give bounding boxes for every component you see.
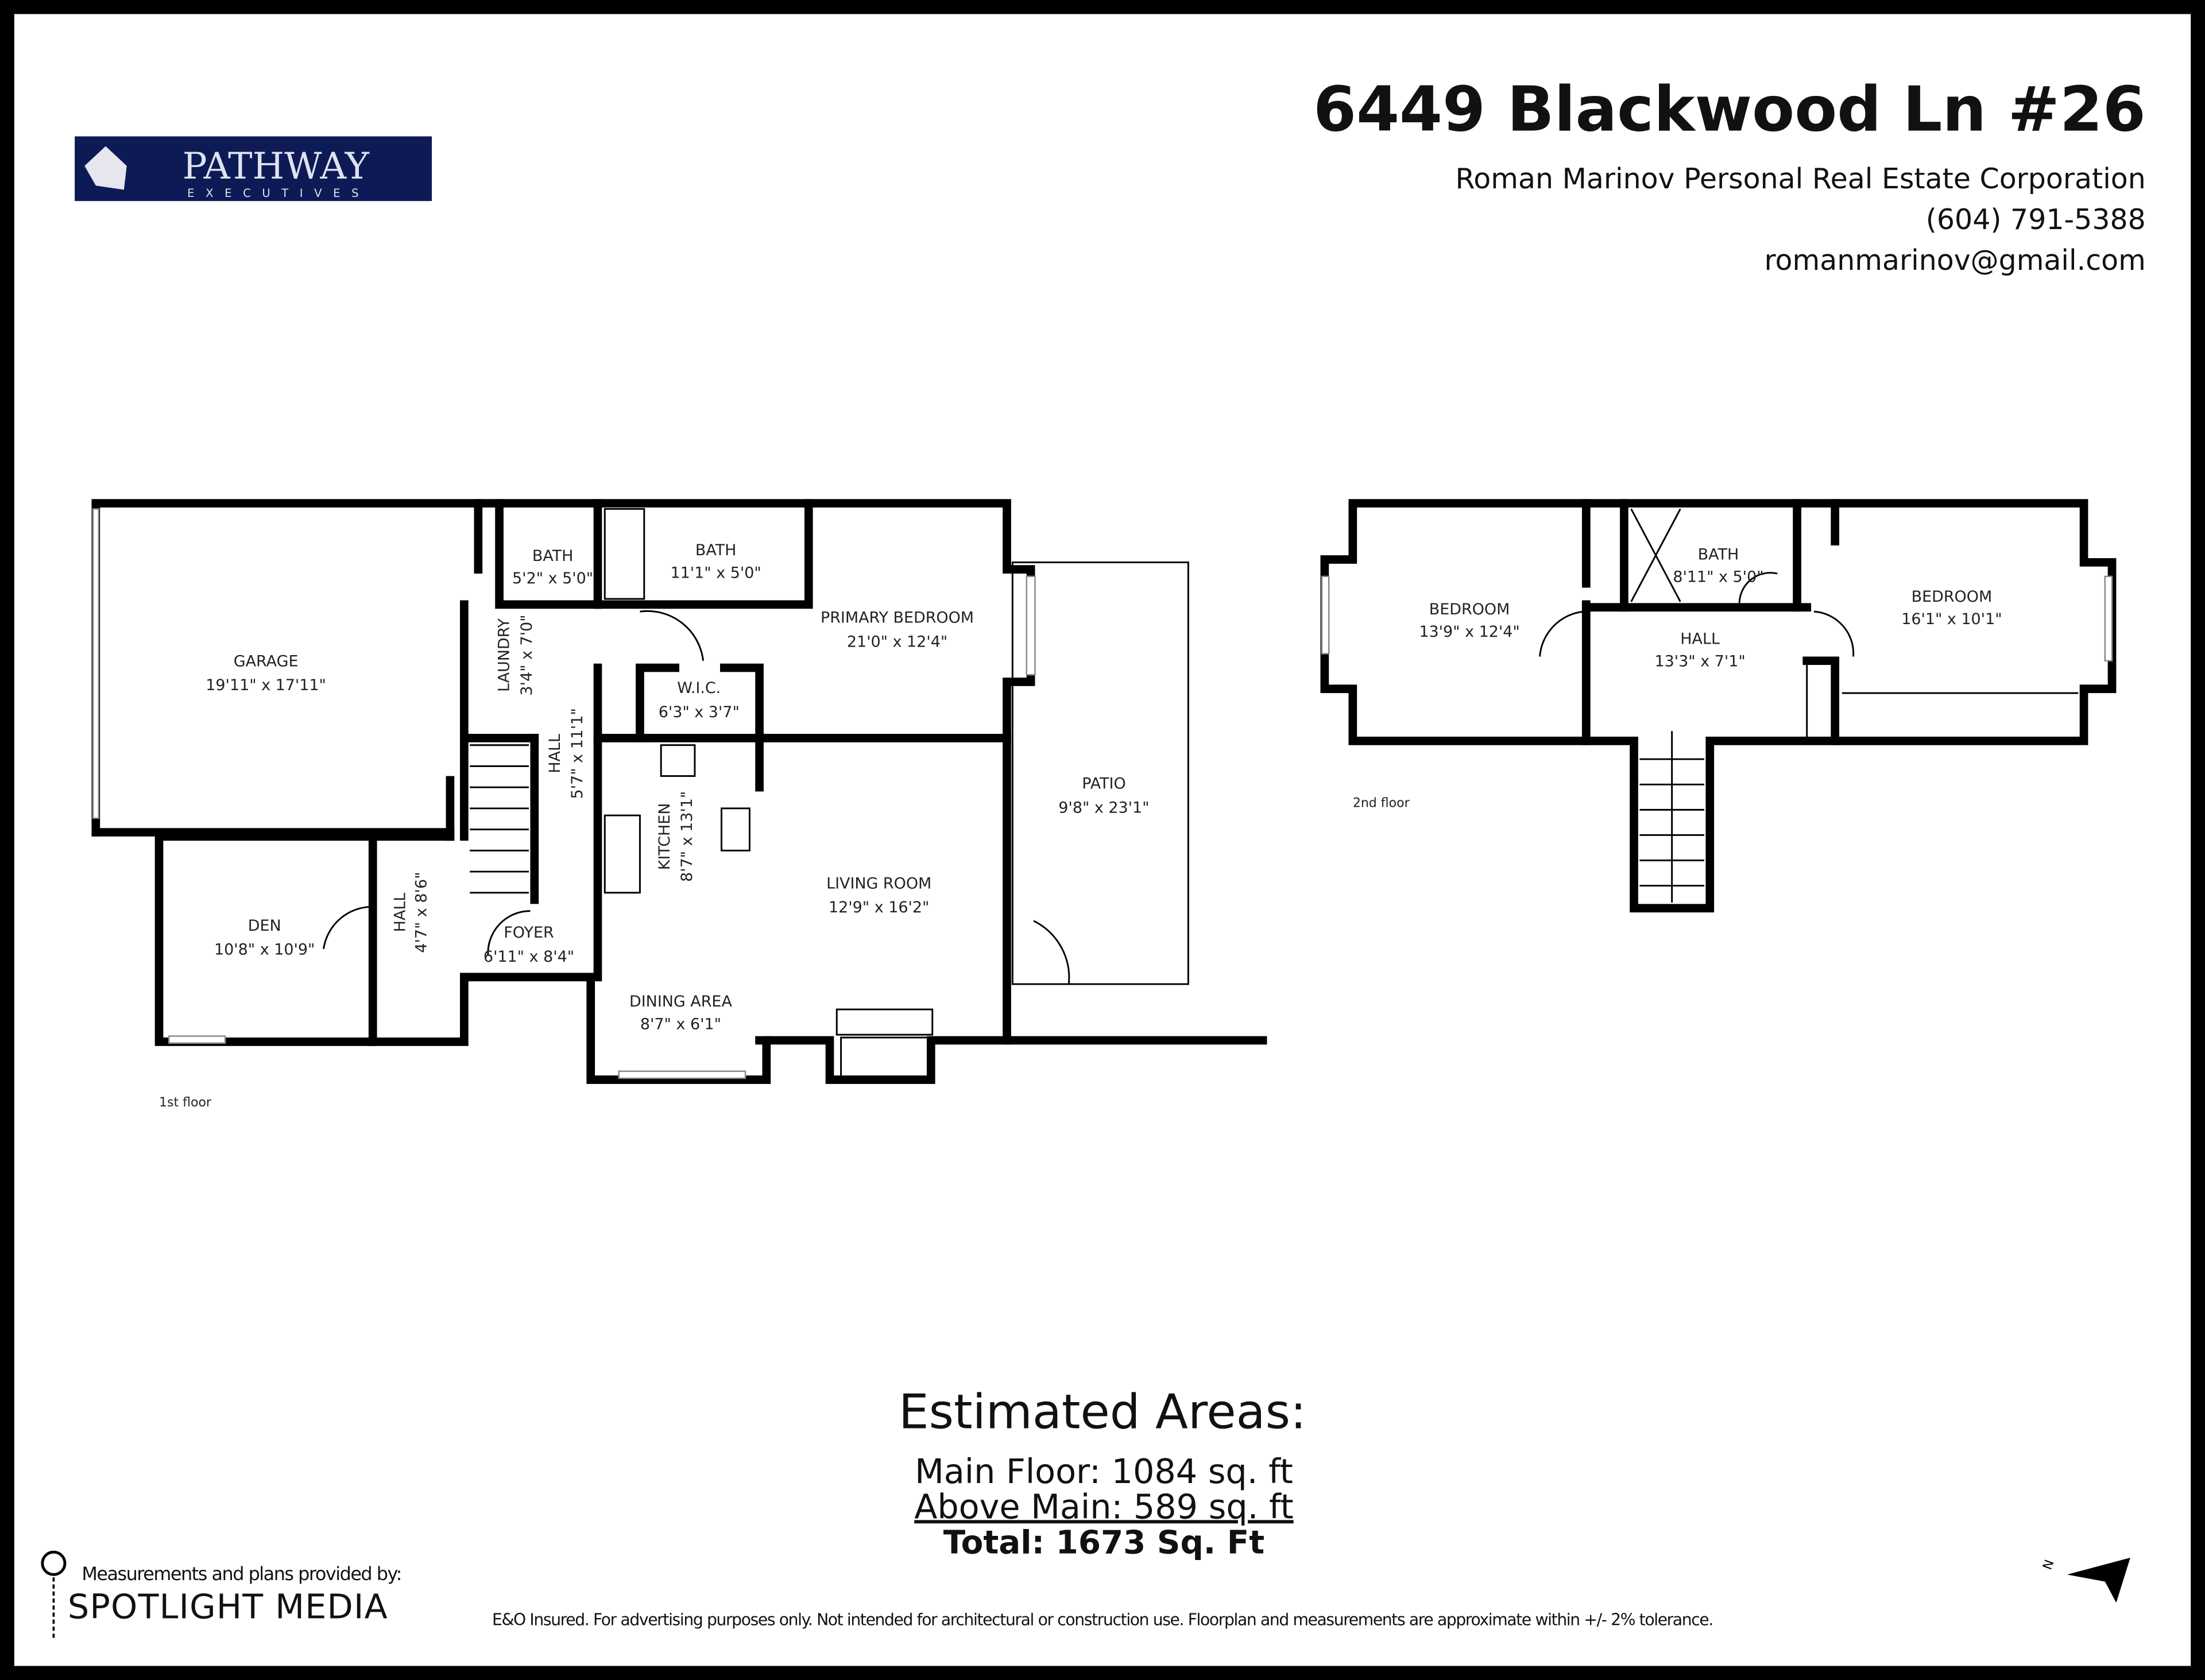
main-floor-area: Main Floor: 1084 sq. ft [915, 1451, 1293, 1491]
disclaimer: E&O Insured. For advertising purposes on… [492, 1611, 1713, 1629]
spotlight-bulb-icon [41, 1550, 67, 1638]
room-name: LIVING ROOM [826, 874, 931, 892]
room-name: HALL [1680, 630, 1720, 648]
room-size: 10'8" x 10'9" [214, 941, 315, 959]
room-size: 4'7" x 8'6" [412, 872, 430, 953]
second-floor-labels: BEDROOM 13'9" x 12'4" BATH 8'11" x 5'0" … [1353, 546, 2002, 811]
room-size: 21'0" x 12'4" [847, 633, 947, 651]
room-name: BEDROOM [1429, 601, 1510, 618]
room-size: 6'3" x 3'7" [659, 703, 740, 721]
room-size: 16'1" x 10'1" [1901, 610, 2002, 628]
room-size: 5'2" x 5'0" [512, 570, 593, 587]
room-size: 13'9" x 12'4" [1419, 623, 1519, 641]
pathway-logo: PATHWAY EXECUTIVES [75, 136, 432, 202]
room-size: 9'8" x 23'1" [1058, 799, 1149, 816]
room-name: BATH [1698, 546, 1739, 564]
room-name: GARAGE [234, 653, 299, 671]
room-name: LAUNDRY [496, 618, 513, 692]
first-floor-labels: GARAGE 19'11" x 17'11" BATH 5'2" x 5'0" … [159, 541, 1150, 1110]
room-name: BATH [532, 547, 573, 565]
room-size: 8'11" x 5'0" [1673, 568, 1763, 586]
provided-by-text: Measurements and plans provided by: [82, 1563, 401, 1585]
agent-phone: (604) 791-5388 [1926, 203, 2146, 236]
first-floor-plan [91, 499, 1267, 1084]
agent-email: romanmarinov@gmail.com [1765, 244, 2146, 277]
room-size: 3'4" x 7'0" [518, 614, 536, 695]
logo-name: PATHWAY [183, 145, 370, 188]
estimated-areas: Estimated Areas: Main Floor: 1084 sq. ft… [899, 1384, 1306, 1562]
patio-outline [1011, 561, 1189, 985]
room-name: HALL [546, 734, 564, 773]
room-name: PATIO [1082, 775, 1125, 793]
room-size: 6'11" x 8'4" [483, 948, 574, 966]
room-size: 5'7" x 11'1" [568, 708, 586, 799]
spotlight-brand: SPOTLIGHT MEDIA [68, 1586, 388, 1626]
areas-title: Estimated Areas: [899, 1384, 1306, 1440]
above-main-area: Above Main: 589 sq. ft [914, 1487, 1293, 1526]
room-name: DEN [248, 917, 281, 935]
room-name: BATH [695, 541, 736, 559]
floor-label: 1st floor [159, 1096, 212, 1110]
room-name: KITCHEN [656, 803, 674, 870]
room-size: 8'7" x 13'1" [678, 791, 696, 882]
second-floor-plan [1320, 499, 2117, 913]
total-area: Total: 1673 Sq. Ft [943, 1524, 1264, 1562]
room-name: DINING AREA [629, 993, 732, 1011]
address-title: 6449 Blackwood Ln #26 [1313, 74, 2146, 146]
room-name: HALL [392, 893, 409, 932]
room-size: 11'1" x 5'0" [671, 564, 761, 582]
logo-tagline: EXECUTIVES [187, 187, 370, 200]
room-size: 19'11" x 17'11" [206, 676, 326, 694]
floor-label: 2nd floor [1353, 796, 1410, 810]
room-name: FOYER [504, 924, 554, 942]
room-size: 8'7" x 6'1" [640, 1015, 721, 1033]
room-size: 13'3" x 7'1" [1654, 653, 1745, 671]
room-name: PRIMARY BEDROOM [821, 609, 974, 627]
house-icon [84, 146, 127, 190]
room-name: W.I.C. [677, 679, 721, 697]
spotlight-branding: Measurements and plans provided by: SPOT… [41, 1550, 402, 1638]
agent-name: Roman Marinov Personal Real Estate Corpo… [1455, 162, 2145, 195]
room-name: BEDROOM [1912, 588, 1993, 606]
room-size: 12'9" x 16'2" [829, 899, 929, 916]
